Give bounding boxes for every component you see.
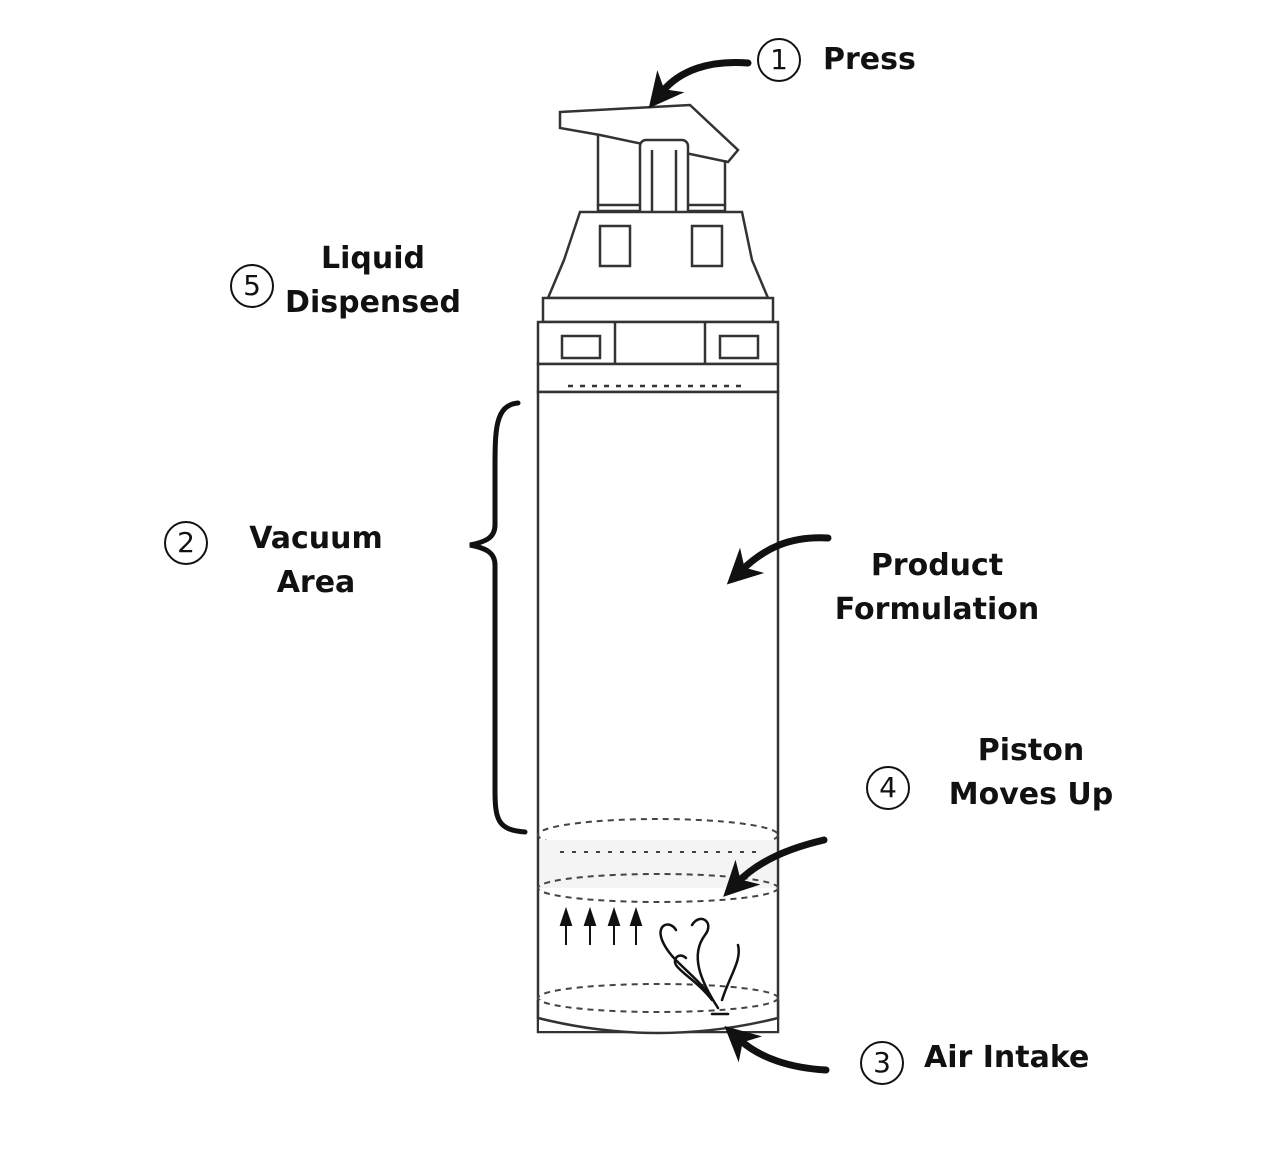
liquid-dispensed-line-2: Dispensed (285, 285, 461, 320)
product-formulation-line-1: Product (870, 548, 1004, 583)
air-swirl-icon (659, 917, 741, 1016)
pump-actuator (536, 103, 780, 394)
air-intake-arrows (559, 906, 643, 945)
step-number-4: 4 (866, 766, 910, 810)
air-intake-label: Air Intake (924, 1040, 1090, 1075)
air-intake-arrow (724, 1025, 830, 1074)
piston-moves-up-label: Piston Moves Up (940, 729, 1122, 817)
press-arrow (648, 58, 752, 109)
bottle-body (536, 390, 780, 1035)
step-number-2: 2 (164, 521, 208, 565)
liquid-dispensed-line-1: Liquid (321, 241, 425, 276)
vacuum-area-brace (469, 400, 528, 835)
step-number-5: 5 (230, 264, 274, 308)
piston-moves-up-line-2: Moves Up (948, 777, 1114, 812)
vacuum-area-line-2: Area (276, 565, 356, 600)
press-label: Press (823, 42, 916, 77)
vacuum-area-label: Vacuum Area (240, 517, 392, 605)
vacuum-area-line-1: Vacuum (249, 521, 383, 556)
liquid-dispensed-label: Liquid Dispensed (282, 237, 464, 325)
product-arrow (726, 534, 832, 585)
piston-moves-up-line-1: Piston (977, 733, 1085, 768)
step-number-3: 3 (860, 1041, 904, 1085)
product-formulation-label: Product Formulation (830, 544, 1044, 632)
step-number-1: 1 (757, 38, 801, 82)
piston-arrow (723, 836, 828, 897)
product-formulation-line-2: Formulation (834, 592, 1040, 627)
